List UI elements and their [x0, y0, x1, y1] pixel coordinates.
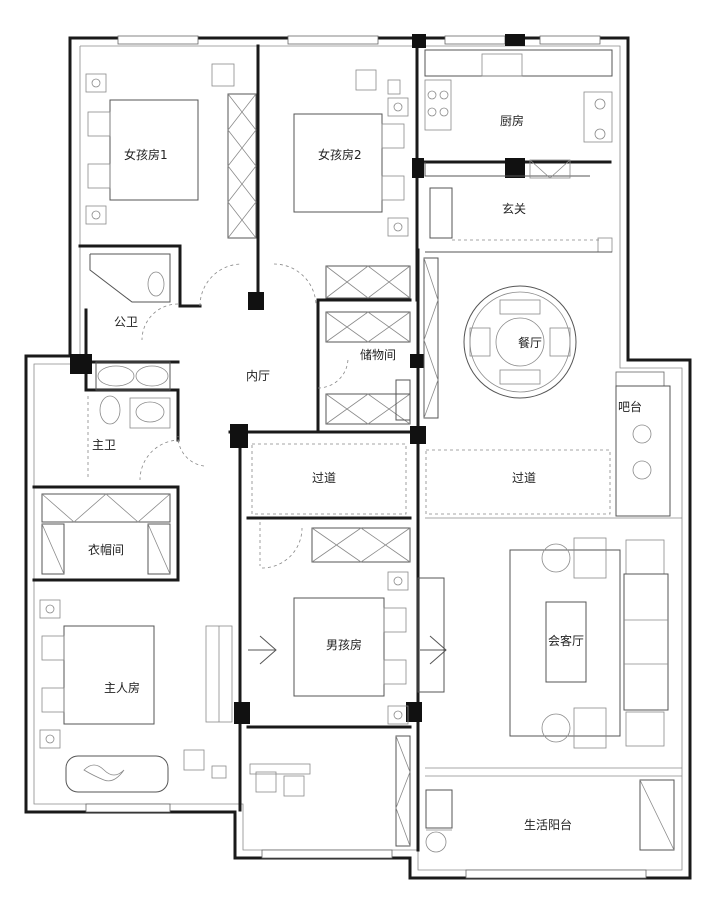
label-master-bath: 主卫	[92, 438, 116, 452]
wardrobes	[41, 93, 675, 851]
master-bathtub	[65, 755, 169, 793]
label-corridor-left: 过道	[312, 471, 336, 485]
desks-chairs	[183, 63, 401, 797]
exterior-walls	[24, 36, 692, 880]
label-entrance: 玄关	[502, 201, 526, 216]
label-bar: 吧台	[618, 399, 642, 414]
label-master-bedroom: 主人房	[104, 680, 140, 695]
door-swings	[139, 263, 447, 693]
kitchen-fixtures	[424, 49, 613, 179]
label-inner-hall: 内厅	[246, 369, 270, 383]
structural-columns	[70, 34, 525, 724]
label-corridor-right: 过道	[512, 471, 536, 485]
label-girl-room-2: 女孩房2	[318, 147, 362, 162]
label-boy-room: 男孩房	[326, 637, 362, 652]
balcony-fixtures	[425, 789, 453, 853]
interior-walls	[32, 44, 682, 852]
dining-table	[463, 285, 577, 399]
bar-counter	[615, 385, 671, 517]
nightstand-lamps	[39, 73, 409, 749]
beds	[41, 99, 407, 725]
label-living-room: 会客厅	[548, 633, 584, 648]
entrance-fixtures	[425, 187, 613, 253]
label-cloakroom: 衣帽间	[88, 542, 124, 557]
label-storage: 储物间	[360, 347, 396, 362]
corridors	[251, 443, 611, 566]
label-public-bath: 公卫	[114, 315, 138, 329]
label-girl-room-1: 女孩房1	[124, 147, 168, 162]
label-utility-balcony: 生活阳台	[524, 817, 572, 832]
bathroom-fixtures	[87, 253, 171, 480]
windows	[85, 35, 665, 879]
room-labels: 女孩房1 女孩房2 厨房 玄关 公卫 内厅 储物间 餐厅 主卫 吧台 过道 过道…	[88, 113, 642, 832]
living-room-furniture	[509, 537, 669, 749]
label-kitchen: 厨房	[500, 113, 524, 128]
label-dining: 餐厅	[518, 335, 542, 350]
